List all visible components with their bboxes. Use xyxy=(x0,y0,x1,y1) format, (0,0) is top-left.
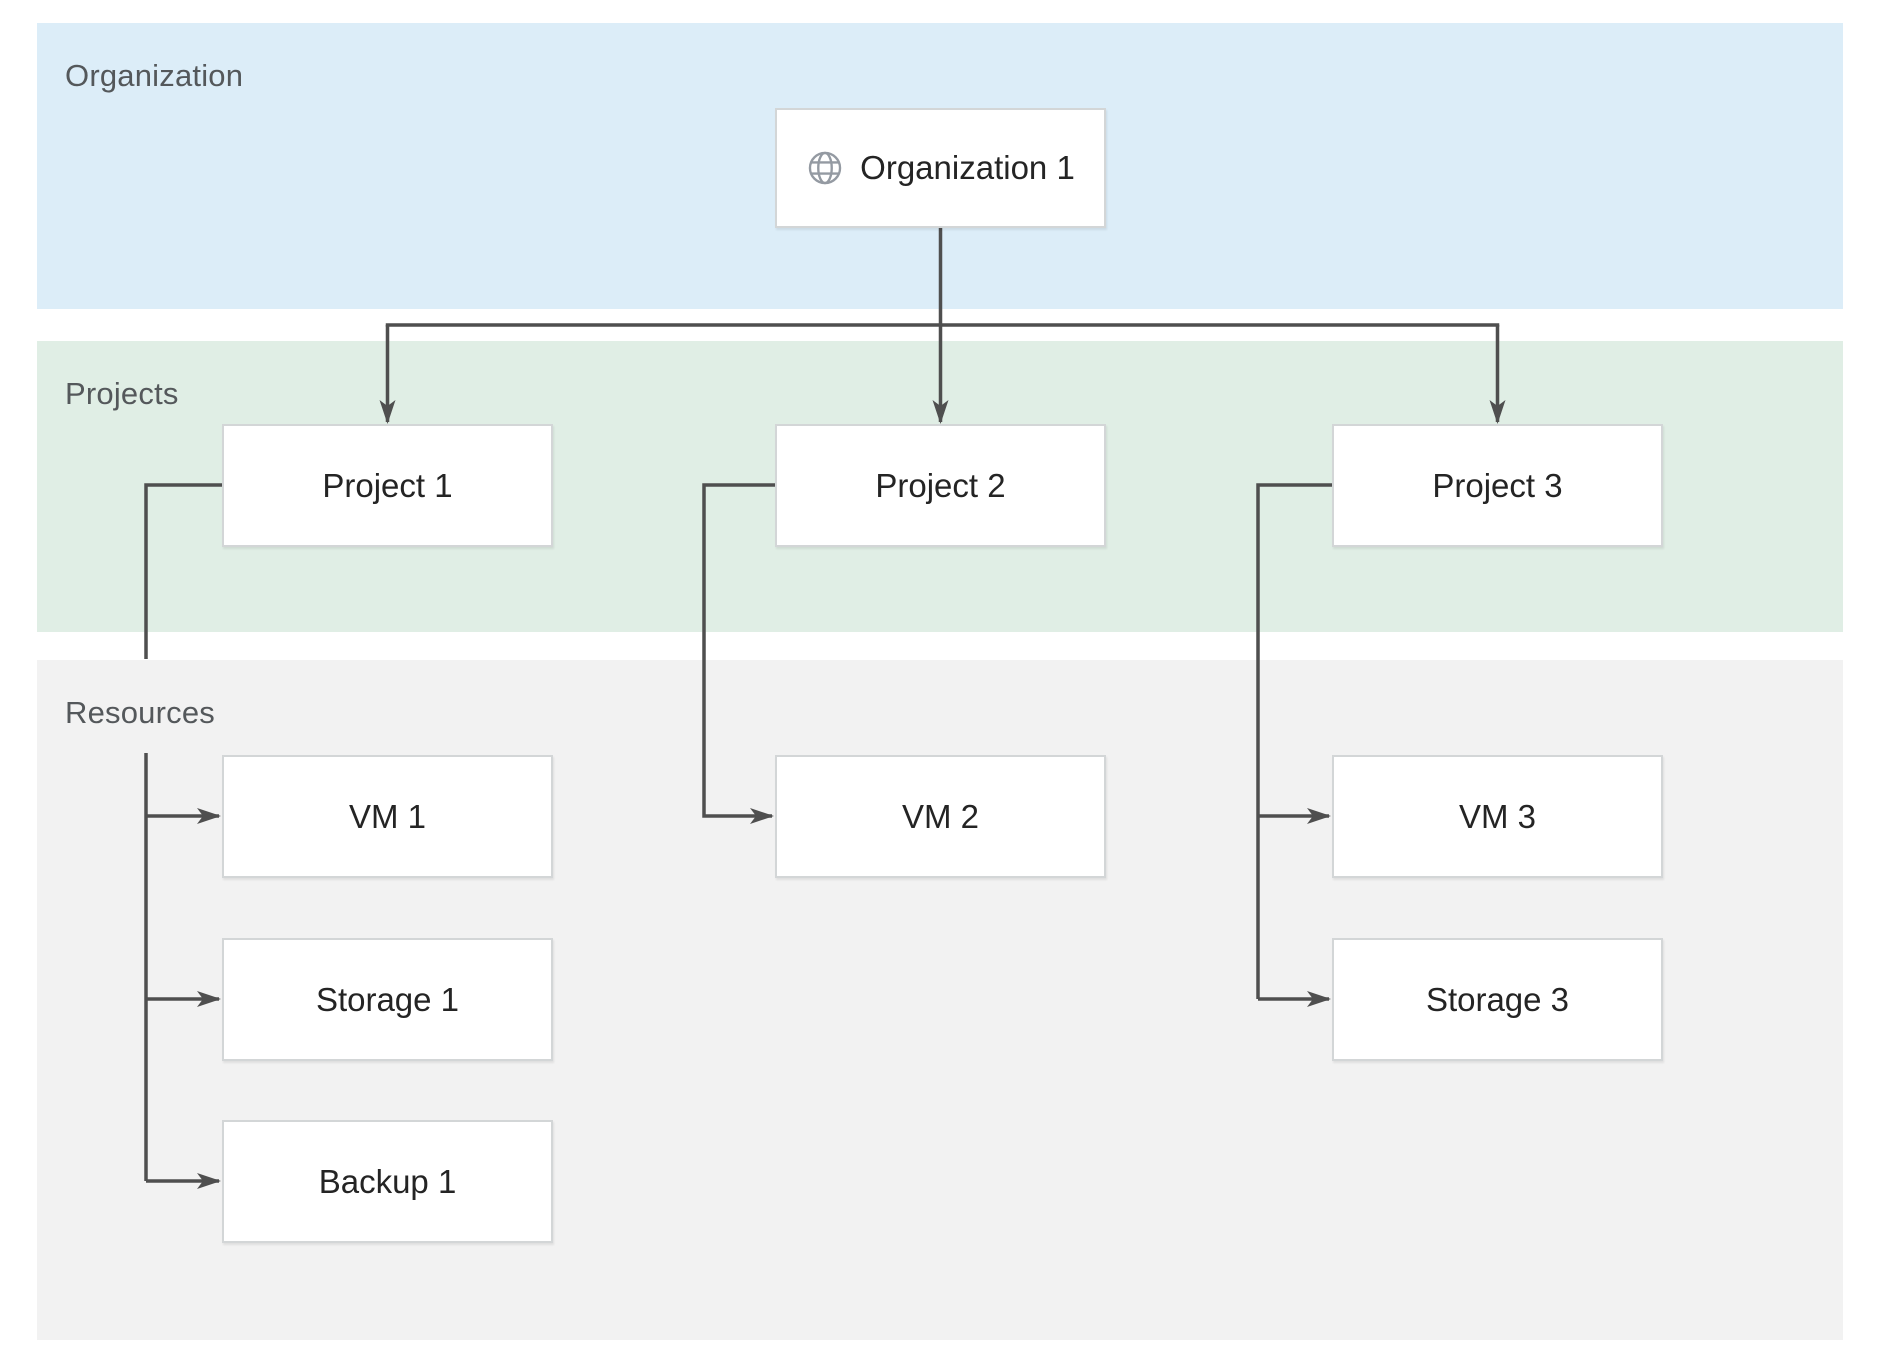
node-project-1: Project 1 xyxy=(222,424,553,547)
node-label: Project 3 xyxy=(1432,466,1563,504)
node-label: Project 2 xyxy=(875,466,1006,504)
node-label: VM 2 xyxy=(901,797,980,835)
node-label: Storage 3 xyxy=(1425,980,1570,1018)
node-vm-1: VM 1 xyxy=(222,755,553,878)
node-vm-2: VM 2 xyxy=(775,755,1106,878)
node-label: Organization 1 xyxy=(860,149,1075,186)
band-organization-label: Organization xyxy=(65,58,244,93)
node-label: Backup 1 xyxy=(318,1162,457,1200)
node-storage-1: Storage 1 xyxy=(222,938,553,1061)
band-projects-label: Projects xyxy=(65,376,179,411)
node-backup-1: Backup 1 xyxy=(222,1120,553,1243)
node-vm-3: VM 3 xyxy=(1332,755,1663,878)
node-label: VM 3 xyxy=(1458,797,1537,835)
node-project-3: Project 3 xyxy=(1332,424,1663,547)
globe-icon xyxy=(808,151,842,185)
band-resources-label: Resources xyxy=(65,695,215,730)
node-label: Storage 1 xyxy=(315,980,460,1018)
node-storage-3: Storage 3 xyxy=(1332,938,1663,1061)
node-label: VM 1 xyxy=(348,797,427,835)
node-project-2: Project 2 xyxy=(775,424,1106,547)
node-organization-1: Organization 1 xyxy=(775,108,1106,228)
node-label: Project 1 xyxy=(322,466,453,504)
